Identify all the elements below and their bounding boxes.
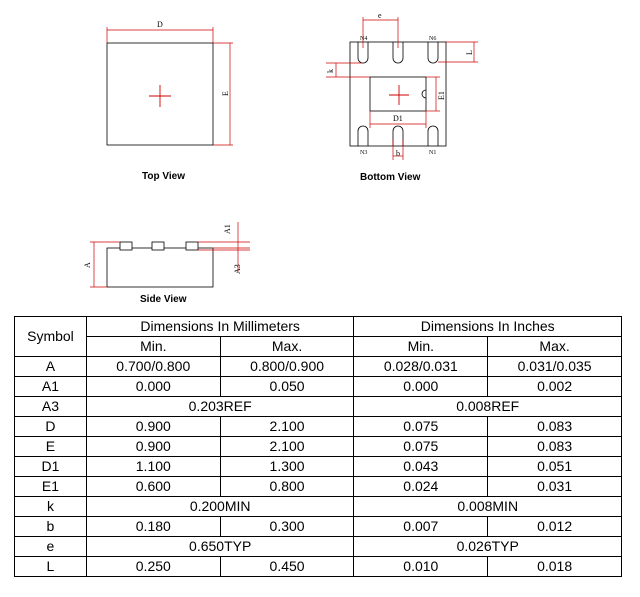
symbol-cell: A <box>14 356 87 377</box>
side-view-a1-label: A1 <box>223 224 232 234</box>
symbol-cell: D1 <box>14 456 87 477</box>
mm-min-cell: 0.700/0.800 <box>85 356 221 377</box>
pin-label-n1: N1 <box>429 150 436 156</box>
mm-min-cell: 0.600 <box>85 476 221 497</box>
mm-max-cell: 1.300 <box>219 456 355 477</box>
top-view-d-label: D <box>157 20 163 29</box>
in-max-cell: 0.012 <box>487 516 622 537</box>
mm-max-header: Max. <box>219 336 355 357</box>
mm-min-header: Min. <box>85 336 221 357</box>
mm-min-cell: 0.900 <box>85 416 221 437</box>
symbol-cell: D <box>14 416 87 437</box>
symbol-cell: k <box>14 496 87 517</box>
bottom-view-b-label: b <box>396 149 400 158</box>
side-view-a-label: A <box>83 262 92 268</box>
symbol-cell: E1 <box>14 476 87 497</box>
symbol-cell: e <box>14 536 87 557</box>
mm-max-cell: 2.100 <box>219 436 355 457</box>
in-min-cell: 0.007 <box>353 516 489 537</box>
symbol-cell: A3 <box>14 396 87 417</box>
mm-header: Dimensions In Millimeters <box>85 316 355 337</box>
mm-min-cell: 0.000 <box>85 376 221 397</box>
in-max-cell: 0.051 <box>487 456 622 477</box>
in-max-cell: 0.083 <box>487 436 622 457</box>
bottom-view-drawing: e L k E1 D1 b N4 N6 N3 N1 <box>326 11 478 160</box>
bottom-view-d1-label: D1 <box>393 114 403 123</box>
top-view-e-label: E <box>221 91 230 96</box>
side-view-a3-label: A3 <box>233 264 242 274</box>
side-view-label: Side View <box>140 294 187 305</box>
inches-header: Dimensions In Inches <box>353 316 622 337</box>
mm-max-cell: 0.300 <box>219 516 355 537</box>
bottom-view-k-label: k <box>326 69 335 73</box>
in-max-cell: 0.031/0.035 <box>487 356 622 377</box>
mm-min-cell: 0.180 <box>85 516 221 537</box>
top-view-label: Top View <box>142 171 185 182</box>
in-span-cell: 0.008MIN <box>353 496 622 517</box>
in-max-header: Max. <box>487 336 622 357</box>
package-drawings: D E Top View e L <box>83 11 478 305</box>
bottom-view-e1-label: E1 <box>437 91 446 100</box>
symbol-cell: A1 <box>14 376 87 397</box>
bottom-view-label: Bottom View <box>360 172 421 183</box>
mm-span-cell: 0.203REF <box>85 396 355 417</box>
bottom-view-e-label: e <box>378 11 382 20</box>
mm-span-cell: 0.200MIN <box>85 496 355 517</box>
symbol-cell: L <box>14 556 87 577</box>
mm-max-cell: 0.450 <box>219 556 355 577</box>
table-subheader-row: Min. Max. Min. Max. <box>15 336 622 357</box>
symbol-header: Symbol <box>14 316 87 357</box>
mm-max-cell: 0.800 <box>219 476 355 497</box>
in-min-cell: 0.010 <box>353 556 489 577</box>
in-min-cell: 0.028/0.031 <box>353 356 489 377</box>
pin-label-n3: N3 <box>360 150 367 156</box>
symbol-cell: b <box>14 516 87 537</box>
side-view-drawing: A A1 A3 <box>83 222 250 288</box>
in-max-cell: 0.002 <box>487 376 622 397</box>
in-min-cell: 0.075 <box>353 436 489 457</box>
mm-min-cell: 0.900 <box>85 436 221 457</box>
mm-max-cell: 0.800/0.900 <box>219 356 355 377</box>
pin-label-n6: N6 <box>429 36 436 42</box>
in-span-cell: 0.008REF <box>353 396 622 417</box>
in-min-cell: 0.000 <box>353 376 489 397</box>
mm-max-cell: 2.100 <box>219 416 355 437</box>
dimensions-table: Symbol Dimensions In Millimeters Dimensi… <box>14 316 622 577</box>
in-span-cell: 0.026TYP <box>353 536 622 557</box>
mm-min-cell: 1.100 <box>85 456 221 477</box>
mm-span-cell: 0.650TYP <box>85 536 355 557</box>
pin-label-n4: N4 <box>360 36 367 42</box>
mm-min-cell: 0.250 <box>85 556 221 577</box>
bottom-view-l-label: L <box>465 50 474 55</box>
top-view-drawing: D E <box>106 20 233 146</box>
in-min-cell: 0.043 <box>353 456 489 477</box>
mm-max-cell: 0.050 <box>219 376 355 397</box>
in-max-cell: 0.083 <box>487 416 622 437</box>
in-min-header: Min. <box>353 336 489 357</box>
in-min-cell: 0.075 <box>353 416 489 437</box>
symbol-cell: E <box>14 436 87 457</box>
in-max-cell: 0.031 <box>487 476 622 497</box>
in-min-cell: 0.024 <box>353 476 489 497</box>
in-max-cell: 0.018 <box>487 556 622 577</box>
table-header-row: Symbol Dimensions In Millimeters Dimensi… <box>14 316 622 357</box>
